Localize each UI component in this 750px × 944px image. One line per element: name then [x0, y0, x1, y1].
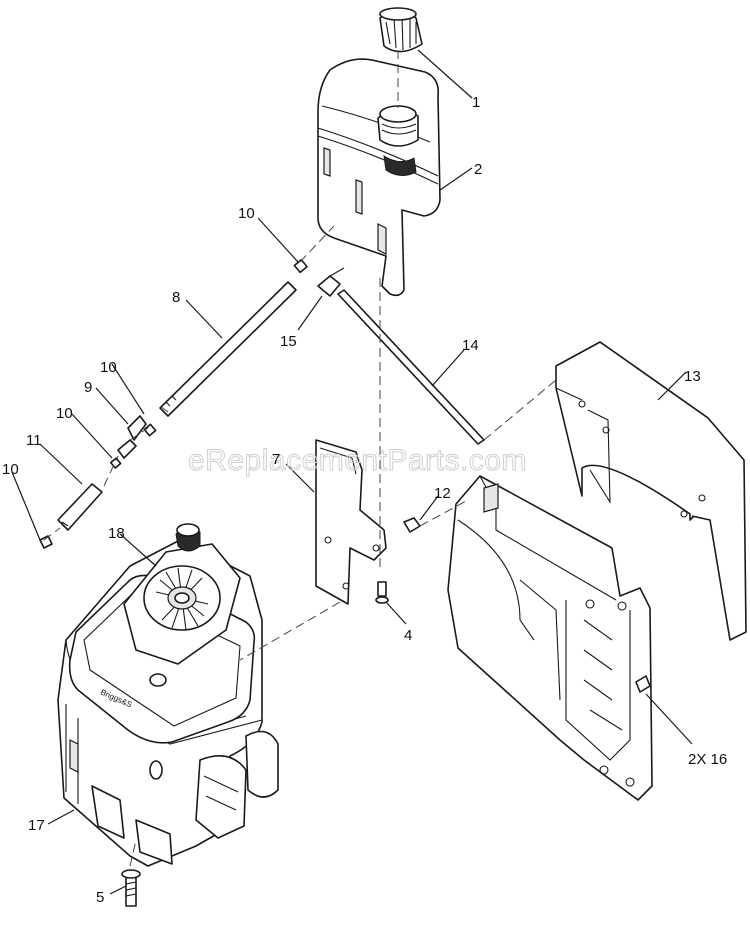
callout-9: 9 [84, 379, 92, 396]
callout-12: 12 [434, 485, 451, 502]
callout-10: 10 [238, 205, 255, 222]
clamp-10-top [293, 258, 308, 274]
callout-5: 5 [96, 889, 104, 906]
screw-4 [375, 581, 389, 604]
leader-lines [11, 49, 693, 895]
fuel-tank [317, 58, 441, 297]
callout-2: 2 [474, 161, 482, 178]
callout-10: 10 [100, 359, 117, 376]
nut-12 [403, 517, 421, 533]
clamp-10-mid [109, 423, 157, 469]
screw-5 [121, 869, 141, 907]
callouts: 1 2 10 8 15 14 13 10 9 10 11 10 7 12 18 … [2, 94, 727, 906]
control-rod-14 [337, 289, 485, 445]
callout-7: 7 [272, 451, 280, 468]
callout-1: 1 [472, 94, 480, 111]
callout-17: 17 [28, 817, 45, 834]
callout-13: 13 [684, 368, 701, 385]
callout-10: 10 [56, 405, 73, 422]
fuel-shutoff-15 [317, 267, 345, 297]
callout-11: 11 [26, 432, 42, 449]
mower-housing [447, 475, 653, 801]
callout-4: 4 [404, 627, 412, 644]
callout-14: 14 [462, 337, 479, 354]
callout-18: 18 [108, 525, 125, 542]
fuel-cap [379, 7, 423, 53]
fuel-line-8 [159, 281, 297, 417]
oil-fill-cap [175, 523, 201, 552]
callout-8: 8 [172, 289, 180, 306]
clamp-10-bottom [39, 535, 53, 549]
panel-13 [555, 341, 747, 641]
callout-10: 10 [2, 461, 19, 478]
assembly-lines [43, 50, 557, 867]
callout-16: 2X 16 [688, 751, 727, 768]
watermark: eReplacementParts.com [188, 444, 527, 477]
bracket-7 [315, 439, 387, 605]
fuel-line-11 [57, 483, 103, 531]
recoil-starter-18 [123, 543, 241, 665]
callout-15: 15 [280, 333, 297, 350]
fuel-fitting-9 [117, 415, 147, 459]
